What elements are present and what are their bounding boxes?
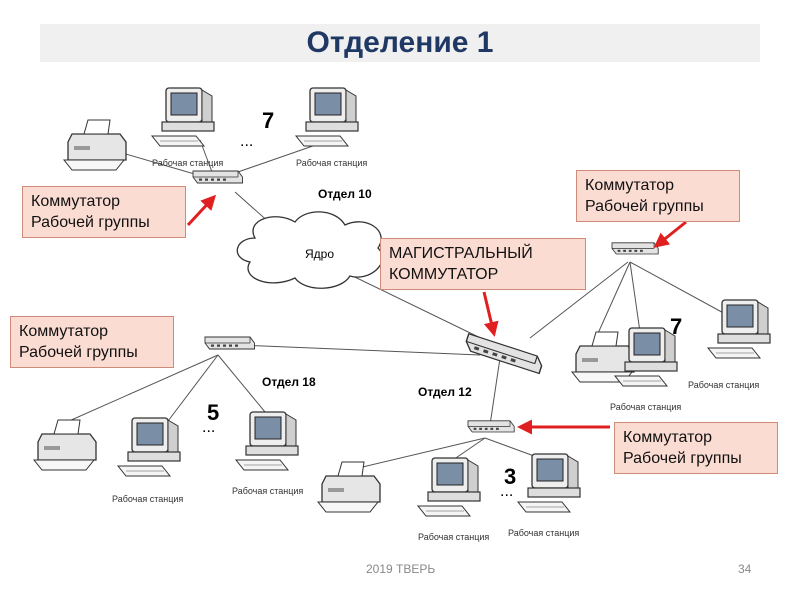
- page-number: 34: [738, 562, 752, 576]
- count-label: 7: [262, 108, 274, 133]
- ws-label: Рабочая станция: [688, 380, 759, 390]
- page-title: Отделение 1: [306, 26, 494, 59]
- core-cloud-label: Ядро: [305, 247, 334, 261]
- switch-dept12: [467, 420, 515, 433]
- printer-bottom: [317, 461, 381, 513]
- ws-label: Рабочая станция: [508, 528, 579, 538]
- dept-label: Отдел 18: [262, 375, 316, 389]
- ws-right-2: [707, 299, 771, 359]
- dept-label: Отдел 10: [318, 187, 372, 201]
- ellipsis-label: ...: [240, 133, 253, 150]
- callout-workgroup-switch-mid-left: Коммутатор Рабочей группы: [10, 316, 174, 368]
- ws-label: Рабочая станция: [112, 494, 183, 504]
- callout-workgroup-switch-bottom-right: Коммутатор Рабочей группы: [614, 422, 778, 474]
- ws-bottom-2: [517, 453, 581, 513]
- callout-arrows: [186, 194, 687, 435]
- ellipsis-label: ...: [500, 483, 513, 500]
- printer-top: [63, 119, 127, 171]
- ws-label: Рабочая станция: [296, 158, 367, 168]
- count-label: 5: [207, 400, 219, 425]
- printer-left: [33, 419, 97, 471]
- ws-top-2: [295, 87, 359, 147]
- ellipsis-label: ...: [202, 419, 215, 436]
- title-bar: [40, 24, 760, 62]
- switch-dept10: [192, 170, 243, 184]
- count-label: 7: [670, 314, 682, 339]
- printer-right: [571, 331, 635, 383]
- callout-workgroup-switch-top-left: Коммутатор Рабочей группы: [22, 186, 186, 238]
- switch-top-right: [611, 242, 659, 255]
- ws-label: Рабочая станция: [418, 532, 489, 542]
- ws-label: Рабочая станция: [610, 402, 681, 412]
- count-label: 3: [504, 464, 516, 489]
- ws-left-1: [117, 417, 181, 477]
- ws-top-1: [151, 87, 215, 147]
- callout-backbone-switch: МАГИСТРАЛЬНЫЙ КОММУТАТОР: [380, 238, 586, 290]
- core-cloud: [236, 211, 384, 289]
- callout-workgroup-switch-top-right: Коммутатор Рабочей группы: [576, 170, 740, 222]
- footer-text: 2019 ТВЕРЬ: [366, 562, 436, 576]
- ws-left-2: [235, 411, 299, 471]
- backbone-switch: [463, 333, 545, 375]
- switch-dept18: [204, 336, 255, 350]
- ws-bottom-1: [417, 457, 481, 517]
- ws-label: Рабочая станция: [152, 158, 223, 168]
- ws-label: Рабочая станция: [232, 486, 303, 496]
- dept-label: Отдел 12: [418, 385, 472, 399]
